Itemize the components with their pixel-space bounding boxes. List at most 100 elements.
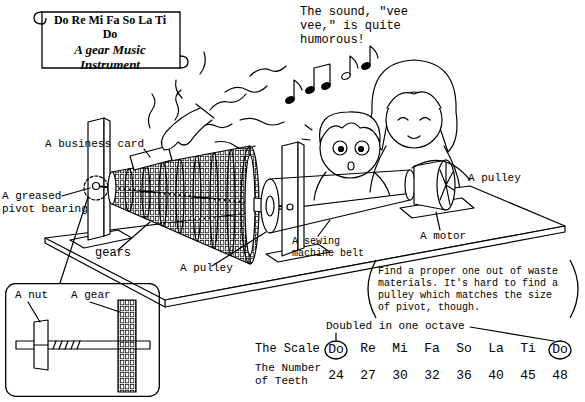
girl-eye: [420, 118, 430, 121]
teeth-count: 24: [321, 369, 351, 384]
octave-note: Doubled in one octave: [326, 320, 476, 333]
leader-line: [318, 220, 330, 236]
gear-ring: [193, 156, 201, 241]
nut-part: [34, 320, 48, 370]
boy-eye: [355, 141, 369, 155]
octave-circle: Do: [324, 340, 348, 360]
sound-wave: [176, 80, 182, 98]
subtitle-text: A gear Music Instrument: [63, 42, 158, 73]
scale-note: Re: [353, 342, 383, 357]
surprise-marks: [302, 125, 312, 140]
outline-group: [549, 341, 571, 359]
scale-note: Do: [324, 342, 348, 358]
teeth-count: 30: [385, 369, 415, 384]
bracket-side: [298, 142, 304, 250]
teeth-count: 27: [353, 369, 383, 384]
nut-part: [34, 344, 48, 345]
outline-group: [368, 260, 578, 318]
gear-ring: [159, 162, 167, 226]
bearing-bracket: [88, 118, 104, 240]
outline-group: [6, 284, 160, 397]
girl-eye: [398, 118, 408, 121]
motor-vents: [440, 163, 454, 205]
boy-pupil: [339, 147, 344, 152]
part-label: A motor: [420, 230, 480, 243]
gear-part: [118, 300, 136, 392]
gear-stack: [112, 146, 250, 264]
pivot-bearing: [93, 183, 100, 190]
sound-wave: [148, 94, 155, 128]
boy-shoulder: [374, 172, 390, 196]
leader-line: [335, 333, 336, 340]
scale-note: La: [481, 342, 511, 357]
gear-ring: [125, 169, 133, 212]
scale-note: Fa: [417, 342, 447, 357]
boy-mouth: [348, 162, 354, 170]
leader-line: [90, 302, 120, 312]
sleeve-cuff: [196, 104, 214, 118]
part-label: A pulley: [468, 172, 538, 185]
note-stem: [350, 56, 358, 75]
scroll-curl: [34, 12, 46, 24]
boy-pupil: [359, 147, 364, 152]
scale-note: Ti: [513, 342, 543, 357]
bolt-thread: [53, 341, 80, 349]
inset-frame: [6, 284, 160, 397]
sound-wave: [225, 86, 267, 92]
leader-line: [28, 302, 40, 322]
note-bubble: Find a proper one out of waste materials…: [362, 258, 582, 320]
girl-mouth: [408, 136, 420, 139]
note-text: Find a proper one out of waste materials…: [378, 266, 568, 314]
motor-end: [437, 160, 455, 210]
note-stem: [370, 46, 378, 65]
gear-ring: [227, 150, 235, 256]
bubble-bracket: [570, 260, 578, 318]
leader-line: [62, 188, 90, 196]
girl-hair: [370, 60, 457, 152]
scroll-curl: [180, 56, 188, 68]
sound-wave: [240, 118, 284, 125]
outline-group: [325, 341, 347, 359]
sound-wave: [200, 52, 205, 74]
axle-end: [287, 204, 293, 210]
circle-outline: [549, 341, 571, 359]
girl-face: [386, 92, 442, 148]
title-scroll: Do Re Mi Fa So La Ti DoA gear Music Inst…: [30, 6, 190, 76]
teeth-count: 48: [545, 369, 575, 384]
octave-circle: Do: [548, 340, 572, 360]
leader-line: [412, 160, 470, 180]
scale-note: So: [449, 342, 479, 357]
drive-belt: [270, 200, 410, 233]
note-beam: [314, 64, 330, 89]
leader-line: [144, 149, 150, 157]
scale-note: Do: [548, 342, 572, 358]
part-label: gears: [95, 247, 145, 261]
pulley-boss: [266, 196, 274, 216]
teeth-count: 32: [417, 369, 447, 384]
teeth-count: 45: [513, 369, 543, 384]
gear-ring: [210, 153, 218, 249]
bubble-bracket: [368, 260, 376, 318]
sound-wave: [175, 90, 181, 120]
note-stem: [294, 80, 302, 99]
teeth-count: 36: [449, 369, 479, 384]
leader-line: [212, 232, 266, 266]
hand: [161, 108, 212, 150]
scale-note: Mi: [385, 342, 415, 357]
leader-line: [470, 327, 554, 341]
teeth-count: 40: [481, 369, 511, 384]
part-label: A pulley: [180, 262, 250, 275]
sound-wave: [250, 66, 286, 76]
detail-marker: [84, 176, 108, 200]
circle-outline: [325, 341, 347, 359]
detail-inset: A nutA gear: [5, 283, 160, 397]
sound-note: The sound, "vee vee," is quite humorous!: [300, 6, 450, 47]
leader-line: [118, 222, 150, 250]
row-heading: The Number of Teeth: [255, 362, 335, 387]
girl-bangs: [387, 92, 441, 108]
boy-eye: [333, 141, 347, 155]
gear-ring: [176, 159, 184, 233]
drawing-group: [16, 46, 565, 392]
part-label: A sewing machine belt: [292, 236, 372, 259]
